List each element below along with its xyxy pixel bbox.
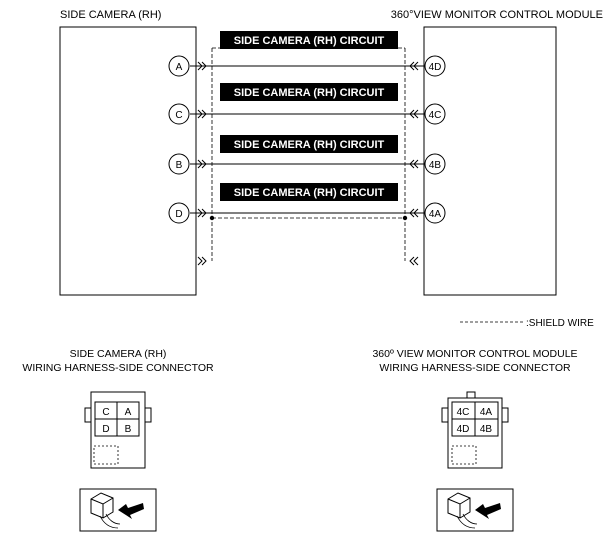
shield-wire-legend-label: :SHIELD WIRE [526, 318, 594, 329]
svg-text:SIDE CAMERA (RH) CIRCUIT: SIDE CAMERA (RH) CIRCUIT [234, 187, 385, 199]
left-connector-face [84, 391, 152, 469]
right-module-title: 360°VIEW MONITOR CONTROL MODULE [391, 9, 603, 21]
circuit-banner-4: SIDE CAMERA (RH) CIRCUIT [220, 183, 398, 201]
circuit-banner-3: SIDE CAMERA (RH) CIRCUIT [220, 135, 398, 153]
svg-text:SIDE CAMERA (RH) CIRCUIT: SIDE CAMERA (RH) CIRCUIT [234, 35, 385, 47]
circuit-banner-2: SIDE CAMERA (RH) CIRCUIT [220, 83, 398, 101]
right-pin-4a: 4A [424, 202, 446, 224]
left-connector-cell-b: B [125, 424, 132, 435]
right-pin-4c: 4C [424, 103, 446, 125]
svg-text:4A: 4A [429, 209, 442, 220]
circuit-wires [190, 65, 424, 214]
svg-text:SIDE CAMERA (RH) CIRCUIT: SIDE CAMERA (RH) CIRCUIT [234, 87, 385, 99]
right-connector-cell-4d: 4D [457, 424, 470, 435]
right-pin-4d: 4D [424, 55, 446, 77]
svg-text:A: A [176, 62, 183, 73]
svg-text:SIDE CAMERA (RH) CIRCUIT: SIDE CAMERA (RH) CIRCUIT [234, 139, 385, 151]
circuit-banner-1: SIDE CAMERA (RH) CIRCUIT [220, 31, 398, 49]
right-connector-face [441, 391, 509, 469]
left-view-direction-icon [79, 488, 157, 532]
left-connector-cell-c: C [102, 407, 109, 418]
left-connector-title-2: WIRING HARNESS-SIDE CONNECTOR [22, 362, 214, 374]
svg-text:C: C [175, 110, 182, 121]
right-connector-title-1: 360º VIEW MONITOR CONTROL MODULE [372, 348, 577, 360]
right-connector-title-2: WIRING HARNESS-SIDE CONNECTOR [379, 362, 571, 374]
left-pin-b: B [168, 153, 190, 175]
left-connector-title-1: SIDE CAMERA (RH) [70, 348, 167, 360]
control-module-box [423, 26, 557, 296]
left-pin-d: D [168, 202, 190, 224]
left-pin-c: C [168, 103, 190, 125]
svg-text:B: B [176, 160, 183, 171]
svg-text:D: D [175, 209, 182, 220]
shield-wire [211, 47, 406, 261]
left-module-title: SIDE CAMERA (RH) [60, 9, 161, 21]
left-connector-cell-d: D [102, 424, 109, 435]
svg-text:4C: 4C [429, 110, 442, 121]
svg-text:4D: 4D [429, 62, 442, 73]
side-camera-module-box [59, 26, 197, 296]
right-view-direction-icon [436, 488, 514, 532]
left-connector-cell-a: A [125, 407, 132, 418]
connector-chevrons [197, 61, 419, 266]
right-connector-cell-4a: 4A [480, 407, 493, 418]
right-pin-4b: 4B [424, 153, 446, 175]
svg-text:4B: 4B [429, 160, 442, 171]
right-connector-cell-4b: 4B [480, 424, 493, 435]
left-pin-a: A [168, 55, 190, 77]
shield-ground-dots [209, 215, 408, 221]
right-connector-cell-4c: 4C [457, 407, 470, 418]
